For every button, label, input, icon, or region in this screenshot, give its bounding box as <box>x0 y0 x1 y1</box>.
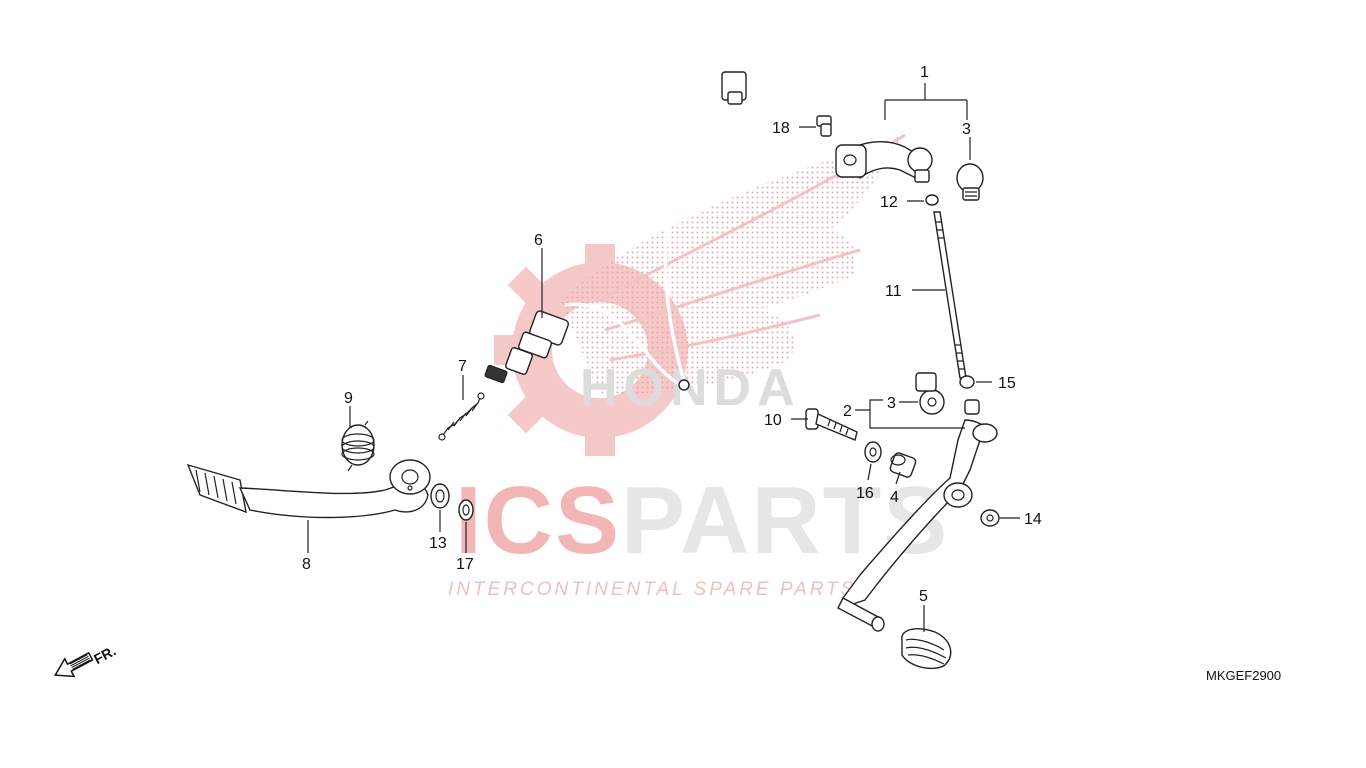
part-18-bolt <box>816 115 832 137</box>
callout-11: 11 <box>885 283 902 300</box>
part-3-rod-end-top <box>956 163 984 201</box>
watermark-brand-prefix: ICS <box>455 467 621 574</box>
callout-13: 13 <box>429 535 447 552</box>
part-1-shift-arm <box>835 141 933 183</box>
front-label: FR. <box>91 642 118 667</box>
callout-3-top: 3 <box>962 121 971 138</box>
callout-17: 17 <box>456 556 474 573</box>
callout-9: 9 <box>344 390 353 407</box>
callout-18: 18 <box>772 120 790 137</box>
watermark-honda-text: HONDA <box>580 359 801 417</box>
callout-3-lower: 3 <box>887 395 896 412</box>
part-12-nut <box>925 194 939 206</box>
part-6-brake-switch <box>484 71 747 391</box>
callout-12: 12 <box>880 194 898 211</box>
callout-14: 14 <box>1024 511 1042 528</box>
callout-1: 1 <box>920 64 929 81</box>
part-17-clip <box>458 499 474 521</box>
part-8-brake-pedal <box>186 459 431 519</box>
part-7-spring <box>438 392 485 441</box>
callout-16: 16 <box>856 485 874 502</box>
callout-15: 15 <box>998 375 1016 392</box>
callout-2: 2 <box>843 403 852 420</box>
part-9-return-spring <box>341 420 375 472</box>
part-2-shift-pedal <box>837 399 998 632</box>
callout-7: 7 <box>458 358 467 375</box>
front-arrow-icon <box>54 651 94 678</box>
part-13-washer <box>430 483 450 509</box>
front-direction-indicator: FR. <box>54 642 118 678</box>
callouts: 1 3 18 12 11 6 7 9 8 13 17 10 2 3 16 4 1… <box>302 64 1042 605</box>
callout-10: 10 <box>764 412 782 429</box>
part-5-rubber <box>901 628 952 670</box>
callout-4: 4 <box>890 489 899 506</box>
watermark-brand-suffix: PARTS <box>621 467 949 574</box>
part-16-washer <box>864 441 882 463</box>
part-15-nut <box>959 375 975 389</box>
part-11-shift-rod <box>933 211 967 379</box>
diagram-code: MKGEF2900 <box>1206 668 1282 683</box>
watermark-tagline: INTERCONTINENTAL SPARE PARTS <box>448 579 856 600</box>
part-14-washer <box>980 509 1000 527</box>
leader-lines <box>307 83 1020 632</box>
watermark-wing-icon <box>560 135 905 395</box>
callout-8: 8 <box>302 556 311 573</box>
part-3-rod-end-lower <box>915 372 945 415</box>
callout-5: 5 <box>919 588 928 605</box>
callout-6: 6 <box>534 232 543 249</box>
